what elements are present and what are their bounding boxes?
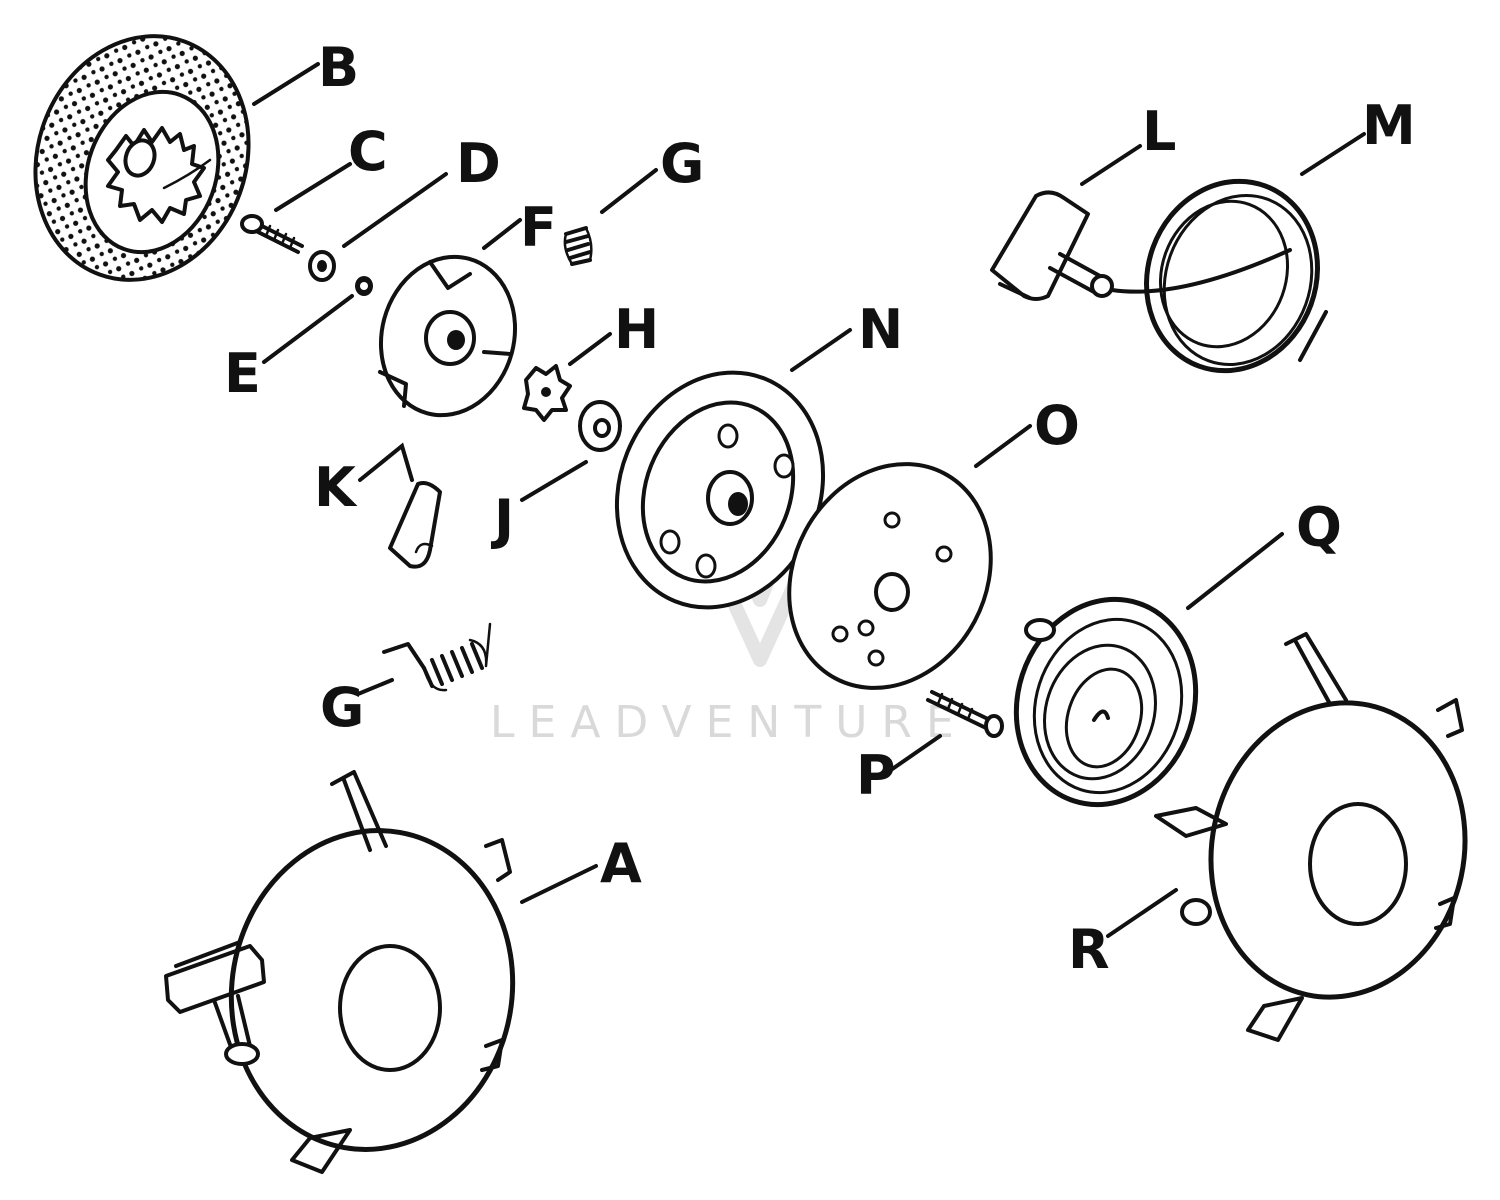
callout-o: O bbox=[1034, 394, 1080, 457]
callout-g-bottom: G bbox=[320, 676, 364, 739]
callout-q: Q bbox=[1296, 496, 1342, 559]
leader-a bbox=[520, 864, 598, 904]
leader-q bbox=[1186, 532, 1284, 610]
leader-p bbox=[886, 734, 942, 774]
part-r-housing bbox=[1154, 632, 1468, 1042]
part-m-rope-coil bbox=[1110, 178, 1328, 374]
callout-h: H bbox=[614, 298, 659, 361]
callout-a: A bbox=[600, 832, 642, 895]
part-l-handle bbox=[990, 190, 1114, 301]
callout-c: C bbox=[348, 120, 388, 183]
callout-j: J bbox=[490, 488, 514, 551]
callout-k: K bbox=[314, 456, 358, 519]
part-d-washer bbox=[308, 250, 336, 282]
callout-f: F bbox=[520, 196, 557, 259]
leader-j bbox=[520, 460, 588, 502]
part-g-spring-small bbox=[563, 226, 593, 266]
callout-l: L bbox=[1142, 100, 1176, 163]
part-p-bolt bbox=[926, 690, 1004, 738]
part-n-pulley bbox=[614, 370, 826, 610]
leader-f bbox=[482, 218, 522, 250]
part-b-drum bbox=[33, 34, 251, 282]
leader-o bbox=[974, 424, 1032, 468]
callout-n: N bbox=[858, 298, 903, 361]
leader-lines bbox=[252, 62, 1366, 938]
leader-l bbox=[1080, 144, 1142, 186]
part-g-torsion-spring bbox=[382, 622, 492, 692]
leader-r bbox=[1106, 888, 1178, 938]
leader-h bbox=[568, 332, 612, 366]
part-c-screw bbox=[240, 214, 304, 254]
leader-b bbox=[252, 62, 320, 106]
watermark-text: LEADVENTURE bbox=[490, 697, 968, 748]
leader-m bbox=[1300, 132, 1366, 176]
callout-r: R bbox=[1068, 918, 1110, 981]
part-a-housing bbox=[164, 770, 516, 1174]
part-f-clutch bbox=[378, 254, 518, 418]
leader-d bbox=[342, 172, 448, 248]
part-k-pawl bbox=[388, 481, 442, 569]
leader-g2 bbox=[356, 678, 394, 696]
callout-d: D bbox=[456, 132, 501, 195]
part-e-nut bbox=[355, 276, 373, 296]
callout-p: P bbox=[856, 744, 896, 807]
part-q-recoil-spring bbox=[1013, 596, 1199, 808]
part-h-star-washer bbox=[522, 364, 572, 422]
leader-c bbox=[274, 162, 352, 212]
callout-e: E bbox=[224, 342, 261, 405]
callout-labels: B C D E F G G H J K L M N O P Q A R bbox=[224, 36, 1416, 981]
callout-m: M bbox=[1362, 94, 1416, 157]
leader-g1 bbox=[600, 168, 658, 214]
part-o-plate bbox=[787, 462, 993, 690]
leader-n bbox=[790, 328, 852, 372]
callout-g-top: G bbox=[660, 132, 704, 195]
callout-b: B bbox=[318, 36, 359, 99]
leader-e bbox=[262, 294, 354, 364]
leader-k bbox=[358, 442, 414, 482]
part-j-washer bbox=[578, 400, 622, 452]
